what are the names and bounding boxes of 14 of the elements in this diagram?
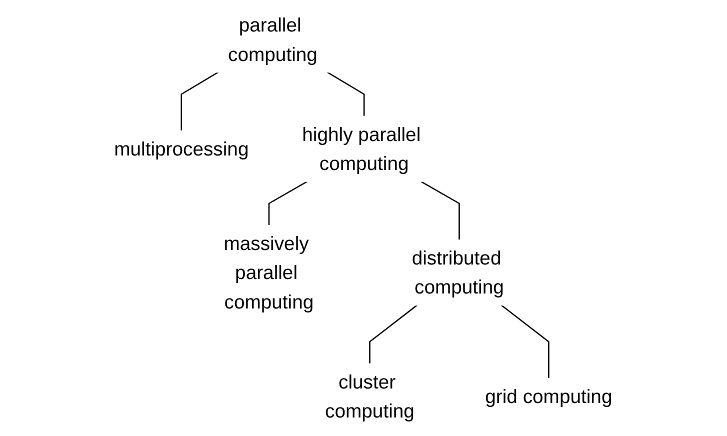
connector [420,180,460,240]
node-text: cluster computing [325,370,415,422]
connector [369,304,418,364]
tree-diagram: parallel computing multiprocessing highly parallel computing massively parallel computing distributed computing cluster computing grid computing [100,0,627,436]
node-text: multiprocessing [114,138,250,160]
connector [181,72,219,131]
connector [327,72,366,116]
node-text: massively parallel computing [224,232,314,313]
node-text: highly parallel computing [302,123,421,174]
connector [268,180,308,226]
connector [501,304,550,378]
node-text: distributed computing [412,247,504,298]
node-text: parallel computing [228,14,318,66]
node-text: grid computing [485,385,613,408]
